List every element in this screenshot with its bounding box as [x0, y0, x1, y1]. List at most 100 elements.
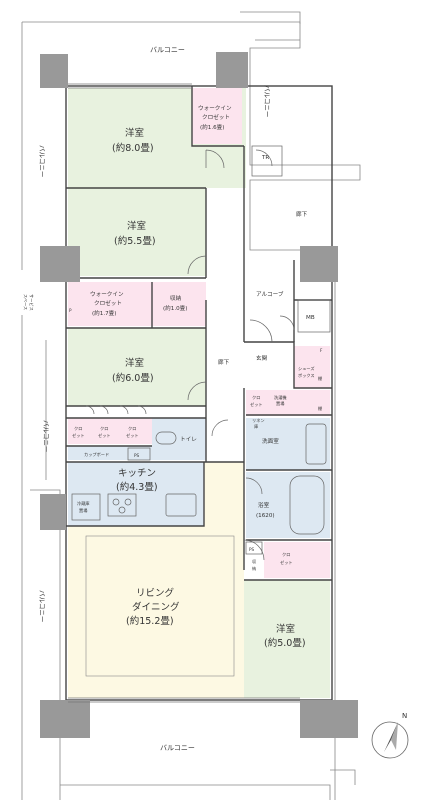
storage-fill [152, 282, 206, 326]
cupboard-fill [68, 446, 152, 460]
balcony-top-label: バルコニー [150, 46, 185, 54]
balcony-left-upper-label: バルコニー [38, 145, 46, 177]
bedroom-1-name: 洋室 [125, 127, 144, 139]
mb-label: MB [306, 315, 315, 321]
compass-needle-icon [384, 722, 398, 752]
closet-a-line1: クロ [74, 426, 82, 432]
shelf1-label: 棚 [318, 375, 322, 382]
closet-a-line2: ゼット [72, 432, 85, 438]
closet-d-line2: ゼット [250, 401, 263, 407]
closets-row-fill [68, 418, 152, 444]
ps-box-kitchen [127, 447, 151, 461]
alcove-label: アルコーブ [256, 290, 284, 298]
living-fill [68, 526, 244, 698]
windows [68, 83, 300, 703]
north-label: N [402, 712, 407, 720]
ps-box-bed [245, 541, 263, 555]
kitchen-name: キッチン [118, 468, 156, 479]
bedroom-4-size: (約5.0畳) [264, 637, 306, 649]
bathtub [289, 475, 325, 535]
service-space-line2: スペース [23, 294, 28, 310]
balcony-left-middle-label: バルコニー [42, 420, 50, 452]
wic-2-line1: ウォークイン [90, 290, 124, 298]
wic-1-fill [192, 88, 242, 144]
shelf2-label: 棚 [318, 405, 322, 412]
corridor-outer-label: 廊下 [296, 210, 308, 218]
living-line1: リビング [136, 587, 175, 599]
wash-sink [305, 423, 327, 465]
laundry-line2: 置場 [276, 400, 285, 407]
stove [107, 493, 137, 517]
compass-circle [371, 721, 409, 759]
utility-closet-fill [246, 390, 330, 416]
living-line2: ダイニング [132, 601, 180, 613]
washroom-fill [246, 418, 330, 470]
ps-kitchen-label: PS [134, 453, 140, 458]
p-mark: P [69, 308, 72, 313]
bedroom-4-fill [244, 580, 330, 698]
columns [40, 52, 358, 738]
living-fill-upper [204, 462, 244, 526]
bath-size: (1620) [256, 513, 275, 519]
living-rug [85, 535, 235, 677]
closet-c-line1: クロ [128, 426, 136, 432]
bedroom-1-size: (約8.0畳) [112, 142, 154, 154]
living-line3: (約15.2畳) [126, 615, 174, 627]
laundry-line1: 洗濯機 [274, 394, 287, 401]
f-mark: F [320, 348, 323, 353]
bedroom-3-name: 洋室 [125, 357, 144, 369]
entrance-label: 玄関 [256, 354, 268, 362]
kitchen-size: (約4.3畳) [116, 481, 158, 493]
north-compass: N [371, 712, 409, 759]
wic-1-line2: クロゼット [202, 113, 230, 121]
tr-label: TR [261, 155, 269, 161]
toilet-label: トイレ [180, 437, 197, 443]
fixtures [71, 145, 331, 555]
ps-bed-label: PS [249, 547, 255, 552]
linen-line2: 庫 [254, 423, 258, 430]
closet-b-line2: ゼット [98, 432, 111, 438]
closet-e-line2: ゼット [280, 559, 293, 565]
bath-fill [246, 472, 330, 538]
shoe-line2: ボックス [298, 372, 315, 379]
storage-small-line1: 収 [252, 558, 257, 565]
mb-box [297, 299, 331, 333]
shoe-line1: シューズ [298, 365, 315, 372]
fridge-line2: 置場 [79, 507, 88, 514]
toilet-bowl [155, 431, 177, 445]
linen-line1: リネン [252, 418, 265, 424]
toilet-fill [152, 418, 206, 460]
wic-1-line3: (約1.6畳) [200, 123, 224, 131]
wic-2-fill [68, 282, 152, 326]
storage-line2: (約1.0畳) [163, 304, 187, 312]
wic-1-line1: ウォークイン [198, 104, 232, 112]
wic-2-line3: (約1.7畳) [92, 309, 116, 317]
closet-d-line1: クロ [252, 395, 260, 401]
storage-line1: 収納 [170, 294, 182, 302]
bedroom-3-size: (約6.0畳) [112, 372, 154, 384]
tr-box [251, 145, 283, 177]
kitchen-sink [165, 493, 197, 517]
bedroom-2-fill [68, 188, 206, 276]
balcony-outline [21, 11, 361, 800]
room-fills [68, 88, 330, 698]
bedroom-2-name: 洋室 [127, 220, 146, 232]
fridge-line1: 冷蔵庫 [77, 500, 90, 507]
bedroom-2-size: (約5.5畳) [114, 235, 156, 247]
washroom-label: 洗面室 [262, 437, 279, 445]
closet-b-line1: クロ [100, 426, 108, 432]
bedroom-4-name: 洋室 [276, 623, 295, 635]
corridor-inner-label: 廊下 [218, 358, 230, 366]
balcony-bottom-label: バルコニー [160, 744, 195, 752]
closet-bed4-fill [264, 542, 330, 578]
storage-small-line2: 納 [252, 565, 256, 572]
door-swings [85, 149, 295, 561]
balcony-left-lower-label: バルコニー [38, 590, 46, 622]
cupboard-label: カップボード [84, 451, 109, 458]
wic-2-line2: クロゼット [94, 299, 122, 307]
closet-e-line1: クロ [282, 552, 290, 558]
service-space-line1: サービス [28, 294, 35, 311]
shoe-fill [294, 346, 330, 388]
fridge-space [71, 493, 101, 521]
